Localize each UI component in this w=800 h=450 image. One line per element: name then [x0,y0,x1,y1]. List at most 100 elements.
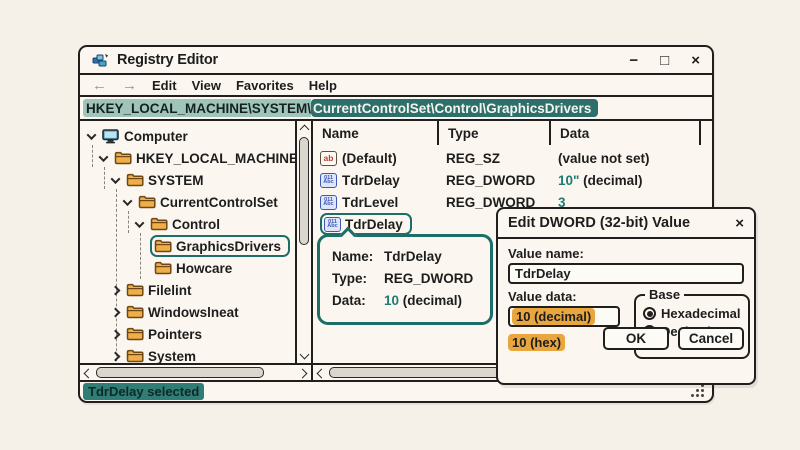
tree-item-label: Windowslneat [148,304,239,320]
cancel-button[interactable]: Cancel [678,327,744,350]
scrollbar-thumb[interactable] [96,367,264,378]
tree-item-filelint[interactable]: Filelint [80,279,295,301]
tree-item-label: GraphicsDrivers [176,238,282,254]
close-icon[interactable]: × [691,51,700,69]
folder-icon [150,217,168,231]
tree-item-system[interactable]: SYSTEM [80,169,295,191]
hex-note: 10 (hex) [508,334,566,351]
tree-item-label: Control [172,216,220,232]
address-path-root: HKEY_LOCAL_MACHINE\SYSTEM\ [83,99,312,117]
scroll-up-icon[interactable] [299,124,310,135]
registry-tree: Computer HKEY_LOCAL_MACHINE [80,121,295,363]
value-data-number: 3 [558,194,566,210]
back-arrow-icon[interactable]: ← [92,76,107,94]
chevron-down-icon[interactable] [134,217,145,228]
tooltip-type-row: Type: REG_DWORD [332,268,478,290]
menu-help[interactable]: Help [308,77,337,93]
tree-horizontal-scrollbar[interactable] [80,363,311,380]
tree-vertical-scrollbar[interactable] [295,121,311,363]
chevron-down-icon[interactable] [122,195,133,206]
status-text: TdrDelay selected [83,383,205,400]
value-data-number: 10" [558,172,580,188]
tree-item-label: Computer [124,128,188,144]
radio-hexadecimal[interactable]: Hexadecimal [643,306,741,321]
chevron-right-icon[interactable] [110,285,121,295]
value-data: 3 [549,195,712,210]
column-divider [699,121,712,145]
scroll-down-icon[interactable] [299,349,310,360]
scroll-right-icon[interactable] [297,368,308,378]
menu-edit[interactable]: Edit [152,77,177,93]
chevron-down-icon[interactable] [98,151,109,162]
tree-item-label: SYSTEM [148,172,204,188]
window-title: Registry Editor [117,52,218,68]
folder-icon [126,283,144,297]
minimize-icon[interactable]: − [629,51,639,69]
value-name: TdrDelay [342,172,400,188]
tree-item-howcare[interactable]: Howcare [80,257,295,279]
value-name-input[interactable]: TdrDelay [508,263,744,284]
folder-icon [126,305,144,319]
radio-hexadecimal-label: Hexadecimal [661,306,741,321]
tree-item-label: Howcare [176,260,233,276]
value-type: REG_DWORD [446,172,536,188]
tooltip-type-label: Type: [332,271,368,286]
chevron-right-icon[interactable] [110,329,121,339]
value-data-input-text: 10 (decimal) [512,308,596,325]
tree-item-windowslneat[interactable]: Windowslneat [80,301,295,323]
folder-icon [154,261,172,275]
tree-item-label: Pointers [148,326,203,342]
column-header-data[interactable]: Data [549,121,699,145]
tooltip-name-label: Name: [332,249,374,264]
scroll-left-icon[interactable] [316,368,327,378]
value-name-label: Value name: [508,246,584,261]
maximize-icon[interactable]: □ [660,51,670,69]
value-name: TdrDelay [345,216,403,232]
value-type: REG_SZ [446,150,501,166]
value-row-default[interactable]: ab (Default) REG_SZ (value not set) [313,147,712,169]
tree-connector [140,233,141,279]
forward-arrow-icon[interactable]: → [122,76,137,94]
chevron-down-icon[interactable] [86,129,97,140]
tree-item-currentcontrolset[interactable]: CurrentControlSet [80,191,295,213]
column-header-name[interactable]: Name [322,125,359,141]
resize-grip-icon[interactable] [701,394,704,397]
scroll-left-icon[interactable] [83,368,94,378]
close-icon[interactable]: × [735,214,744,232]
scrollbar-thumb[interactable] [299,137,309,245]
menu-favorites[interactable]: Favorites [235,77,294,93]
folder-icon [114,151,132,165]
edit-dword-dialog: Edit DWORD (32-bit) Value × Value name: … [496,207,756,385]
tree-connector [128,211,129,233]
value-data-label: Value data: [508,289,577,304]
chevron-down-icon[interactable] [110,173,121,184]
chevron-right-icon[interactable] [110,351,121,361]
radio-selected-icon[interactable] [643,307,656,320]
value-data: 10" (decimal) [549,173,712,188]
dialog-title: Edit DWORD (32-bit) Value [508,215,691,231]
tooltip-data-number: 10 [384,293,400,308]
tree-item-graphicsdrivers[interactable]: GraphicsDrivers [80,235,295,257]
tree-item-system-2[interactable]: System [80,345,295,363]
value-type: REG_DWORD [446,194,536,210]
tree-item-hkey-local-machine[interactable]: HKEY_LOCAL_MACHINE [80,147,295,169]
chevron-right-icon[interactable] [110,307,121,317]
tree-item-pointers[interactable]: Pointers [80,323,295,345]
column-header-type[interactable]: Type [437,121,549,145]
tree-item-label: System [148,348,197,364]
menu-view[interactable]: View [191,77,221,93]
tree-item-computer[interactable]: Computer [80,125,295,147]
tree-connector [116,189,117,363]
ok-button[interactable]: OK [603,327,669,350]
tooltip-data-label: Data: [332,293,366,308]
value-data-input[interactable]: 10 (decimal) [508,306,620,327]
address-bar[interactable]: HKEY_LOCAL_MACHINE\SYSTEM\CurrentControl… [80,97,712,121]
dialog-title-bar: Edit DWORD (32-bit) Value × [498,209,754,239]
tree-item-label: HKEY_LOCAL_MACHINE [136,150,295,166]
tree-item-control[interactable]: Control [80,213,295,235]
